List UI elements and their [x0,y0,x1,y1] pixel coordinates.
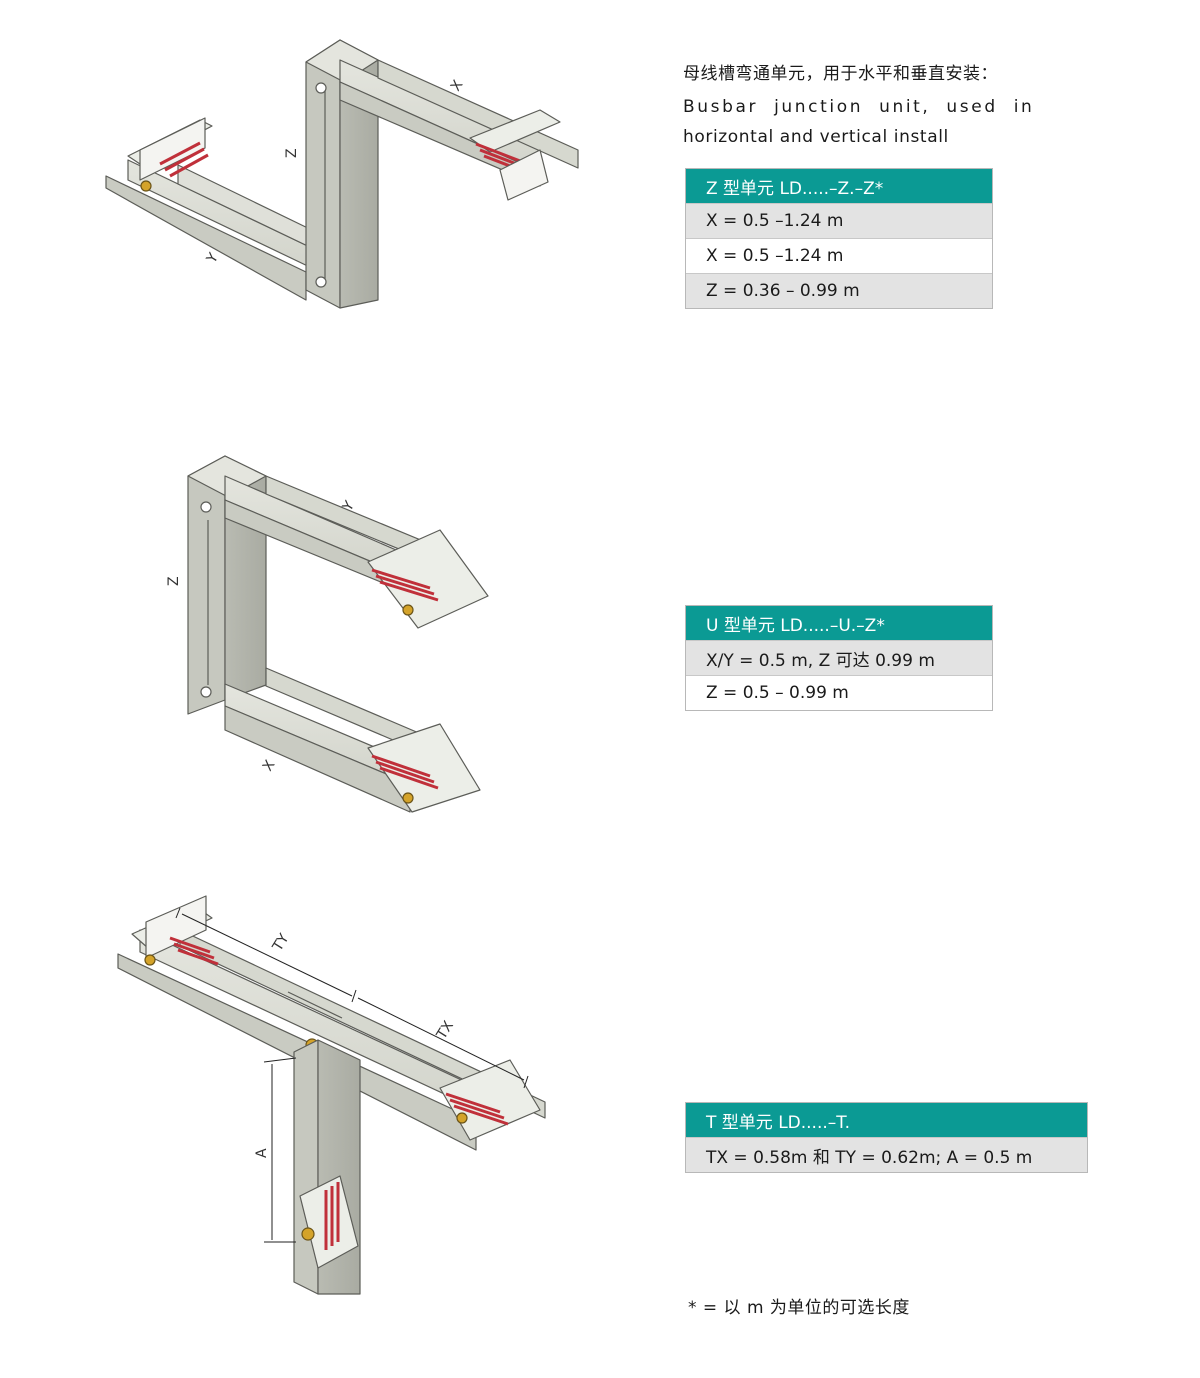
u-unit-illustration: Y Z X [166,455,489,813]
z-unit-connector-left [127,117,213,192]
u-unit-connector-bottom [367,723,481,813]
intro-title-en-line1: Busbar junction unit, used in [683,97,1035,117]
t-unit-connector-bottom [299,1175,359,1269]
z-unit-row-1: X = 0.5 –1.24 m [686,203,992,238]
u-unit-row-1: X/Y = 0.5 m, Z 可达 0.99 m [686,640,992,675]
t-unit-spec-table: T 型单元 LD.....–T. TX = 0.58m 和 TY = 0.62m… [685,1102,1088,1173]
z-unit-label-x: X [448,77,467,94]
u-unit-connector-top [367,529,489,629]
u-unit-label-z: Z [166,576,182,586]
intro-title-zh: 母线槽弯通单元，用于水平和垂直安装： [683,64,998,84]
u-unit-label-x: X [260,757,279,774]
t-unit-connector-left [131,895,219,966]
t-unit-dimension-lines [175,907,529,1243]
z-unit-illustration: X Z Y [105,39,579,309]
z-unit-row-3: Z = 0.36 – 0.99 m [686,273,992,308]
u-unit-spec-table: U 型单元 LD.....–U.–Z* X/Y = 0.5 m, Z 可达 0.… [685,605,993,711]
intro-title-en-line2: horizontal and vertical install [683,127,949,147]
z-unit-connector-right [469,109,561,201]
t-unit-label-a: A [254,1148,270,1158]
t-unit-connector-right [439,1059,541,1141]
z-unit-label-y: Y [203,250,222,267]
z-unit-row-2: X = 0.5 –1.24 m [686,238,992,273]
u-unit-table-header: U 型单元 LD.....–U.–Z* [686,606,992,640]
u-unit-row-2: Z = 0.5 – 0.99 m [686,675,992,710]
footnote: * = 以 m 为单位的可选长度 [688,1298,910,1318]
z-unit-table-header: Z 型单元 LD.....–Z.–Z* [686,169,992,203]
z-unit-spec-table: Z 型单元 LD.....–Z.–Z* X = 0.5 –1.24 m X = … [685,168,993,309]
t-unit-illustration: TY TX A [117,895,546,1295]
t-unit-table-header: T 型单元 LD.....–T. [686,1103,1087,1137]
intro-text: 母线槽弯通单元，用于水平和垂直安装： Busbar junction unit,… [683,62,1043,152]
t-unit-label-ty: TY [269,931,292,955]
z-unit-label-z: Z [284,148,300,158]
t-unit-label-tx: TX [433,1018,457,1043]
t-unit-row-1: TX = 0.58m 和 TY = 0.62m; A = 0.5 m [686,1137,1087,1172]
